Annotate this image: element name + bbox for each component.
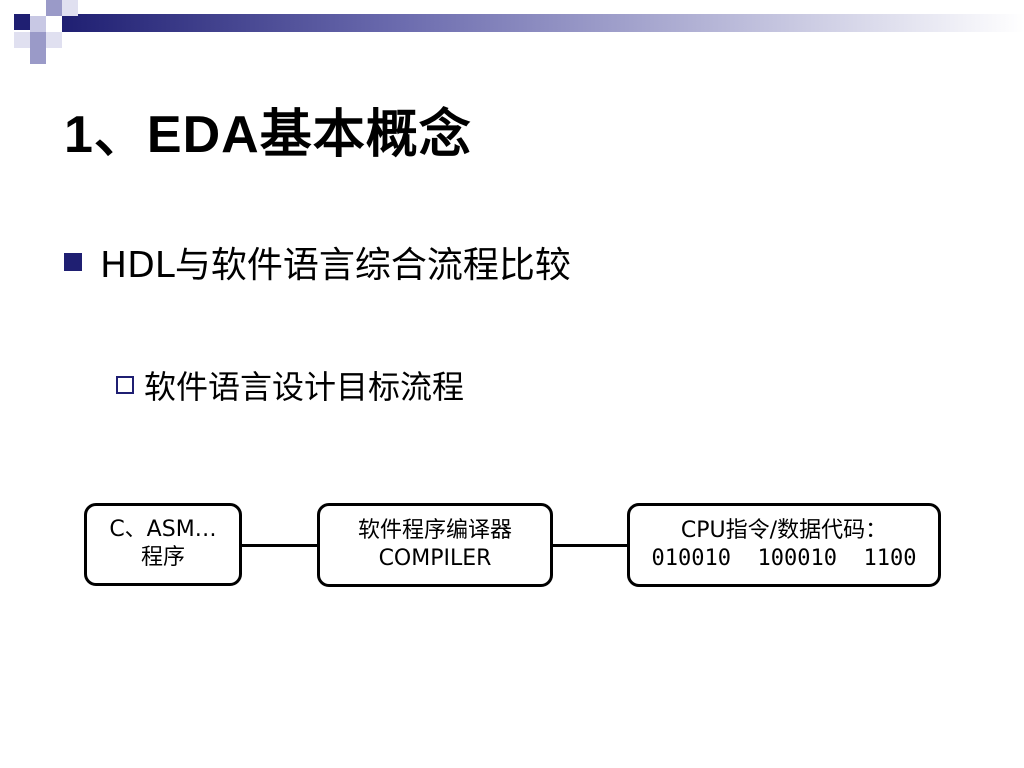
- hollow-square-bullet-icon: [116, 376, 134, 394]
- flow-box-compiler-line1: 软件程序编译器: [357, 518, 512, 543]
- flow-box-source-program: C、ASM… 程序: [84, 503, 242, 586]
- bullet-level2-text: 软件语言设计目标流程: [144, 368, 465, 406]
- filled-square-bullet-icon: [64, 253, 82, 271]
- corner-decoration: [14, 0, 1024, 64]
- flow-box-compiler-line2: COMPILER: [378, 546, 492, 571]
- flow-box-source-line2: 程序: [140, 545, 185, 570]
- flow-box-cpu-line1: CPU指令/数据代码：: [680, 518, 888, 543]
- connector-line-1: [241, 544, 319, 547]
- flow-box-cpu-code: CPU指令/数据代码： 010010 100010 1100: [627, 503, 941, 587]
- flow-box-cpu-line2: 010010 100010 1100: [651, 546, 917, 571]
- flow-box-compiler: 软件程序编译器 COMPILER: [317, 503, 553, 587]
- flow-box-source-line1: C、ASM…: [109, 517, 217, 542]
- bullet-level1-text: HDL与软件语言综合流程比较: [100, 245, 571, 286]
- connector-line-2: [551, 544, 629, 547]
- bullet-level2: 软件语言设计目标流程: [116, 362, 464, 408]
- slide-title: 1、EDA基本概念: [64, 106, 472, 164]
- bullet-level1: HDL与软件语言综合流程比较: [64, 236, 571, 288]
